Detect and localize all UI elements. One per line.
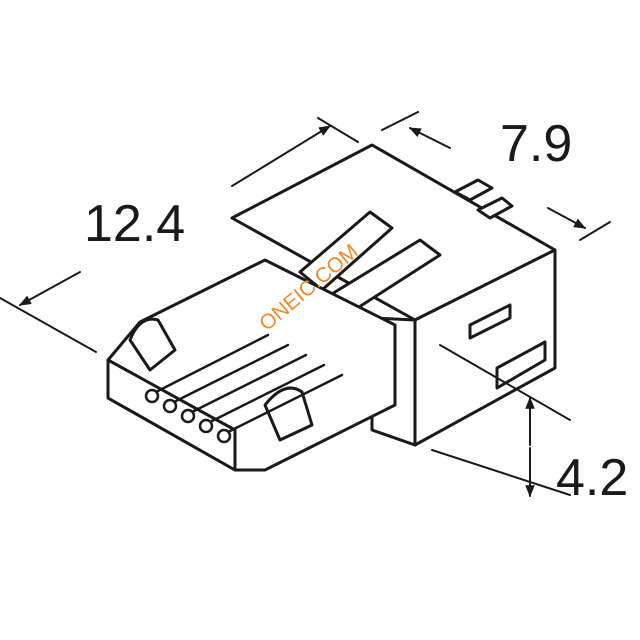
side-window-2 [495, 340, 547, 390]
pin-5 [220, 373, 344, 437]
dim-arrow-width-right [547, 207, 587, 229]
pin-end-1 [144, 388, 160, 404]
ext-line-bottom-2 [431, 449, 571, 496]
dim-arrow-length [231, 125, 332, 187]
dimension-width-label: 7.9 [500, 115, 573, 173]
ext-line-top-left [317, 117, 359, 143]
pin-end-4 [198, 418, 214, 434]
pin-end-3 [180, 408, 196, 424]
ext-line-bottom-1 [439, 344, 571, 421]
dim-arrow-width-left [408, 127, 451, 149]
pin-end-2 [162, 398, 178, 414]
plug-front-face [106, 358, 237, 472]
ext-line-left [0, 297, 97, 353]
housing-side-face [413, 248, 557, 447]
pin-end-5 [216, 428, 232, 444]
ext-line-top-right [381, 111, 419, 131]
latch-left [128, 317, 177, 372]
ext-line-right [579, 221, 611, 241]
dimension-length-label: 12.4 [84, 195, 186, 253]
side-window-1 [468, 303, 512, 340]
rear-contact-2 [476, 196, 514, 220]
pin-4 [202, 363, 326, 427]
dim-arrow-length-left [18, 271, 81, 306]
rear-contact-1 [453, 178, 494, 202]
pin-2 [166, 343, 290, 407]
pin-1 [148, 333, 270, 397]
latch-right [263, 386, 314, 442]
dimension-height-label: 4.2 [556, 449, 629, 507]
pin-3 [184, 353, 308, 417]
